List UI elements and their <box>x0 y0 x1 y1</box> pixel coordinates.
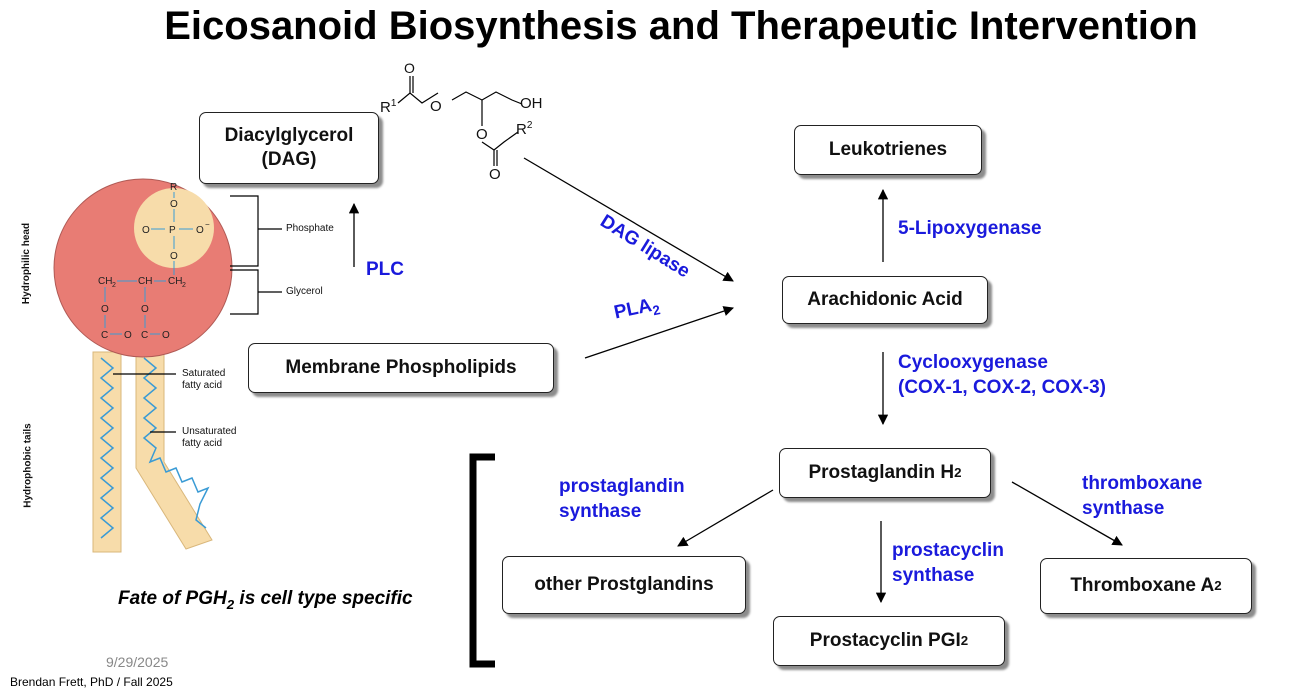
saturated-chain <box>99 357 115 539</box>
svg-text:O: O <box>162 330 170 341</box>
arrow-pg-synthase <box>677 489 774 547</box>
svg-text:CH: CH <box>98 276 112 287</box>
glycerol-label: Glycerol <box>286 286 323 297</box>
arrow-tx-synthase <box>1011 481 1123 546</box>
svg-text:O: O <box>142 225 150 236</box>
leukotrienes-box: Leukotrienes <box>794 125 982 175</box>
svg-text:C: C <box>141 330 148 341</box>
svg-text:C: C <box>101 330 108 341</box>
slide-date: 9/29/2025 <box>106 654 169 670</box>
arrow-dag-lipase <box>523 157 734 282</box>
svg-text:O: O <box>141 304 149 315</box>
phosphate-label: Phosphate <box>286 223 334 234</box>
unsaturated-chain <box>142 357 210 529</box>
svg-text:O: O <box>196 225 204 236</box>
svg-text:O: O <box>170 251 178 262</box>
dag-r2: R2 <box>516 120 533 138</box>
dag-oh: OH <box>520 95 543 112</box>
fate-bracket <box>469 453 495 668</box>
slide-author: Brendan Frett, PhD / Fall 2025 <box>10 675 173 689</box>
arrow-pla2 <box>584 306 734 359</box>
dag-structure <box>397 76 523 166</box>
svg-text:CH: CH <box>138 276 152 287</box>
fate-note: Fate of PGH2 is cell type specific <box>118 588 413 612</box>
lipoxygenase-label: 5-Lipoxygenase <box>898 218 1042 239</box>
svg-text:O: O <box>124 330 132 341</box>
svg-text:P: P <box>169 225 176 236</box>
dag-ester-o1: O <box>430 98 442 115</box>
svg-text:CH: CH <box>168 276 182 287</box>
arachidonic-acid-box: Arachidonic Acid <box>782 276 988 324</box>
dag-box: Diacylglycerol (DAG) <box>199 112 379 184</box>
cyclooxygenase-label: Cyclooxygenase(COX-1, COX-2, COX-3) <box>898 352 1106 398</box>
hydrophilic-head-label: Hydrophilic head <box>21 222 33 305</box>
page-title: Eicosanoid Biosynthesis and Therapeutic … <box>164 4 1198 48</box>
dag-carbonyl-o2: O <box>489 166 501 183</box>
hydrophobic-tails-label: Hydrophobic tails <box>22 423 34 508</box>
svg-text:O: O <box>101 304 109 315</box>
phosphate-group <box>134 188 214 268</box>
membrane-phospholipids-box: Membrane Phospholipids <box>248 343 554 393</box>
plc-label: PLC <box>366 259 404 280</box>
other-prostaglandins-box: other Prostglandins <box>502 556 746 614</box>
saturated-tail <box>92 351 122 553</box>
dag-r1: R1 <box>380 98 397 116</box>
dag-ester-o2: O <box>476 126 488 143</box>
svg-text:−: − <box>205 220 210 229</box>
svg-text:2: 2 <box>182 282 186 289</box>
dag-carbonyl-o1: O <box>404 60 415 76</box>
svg-text:2: 2 <box>112 282 116 289</box>
svg-text:R: R <box>170 182 177 193</box>
svg-text:O: O <box>170 199 178 210</box>
